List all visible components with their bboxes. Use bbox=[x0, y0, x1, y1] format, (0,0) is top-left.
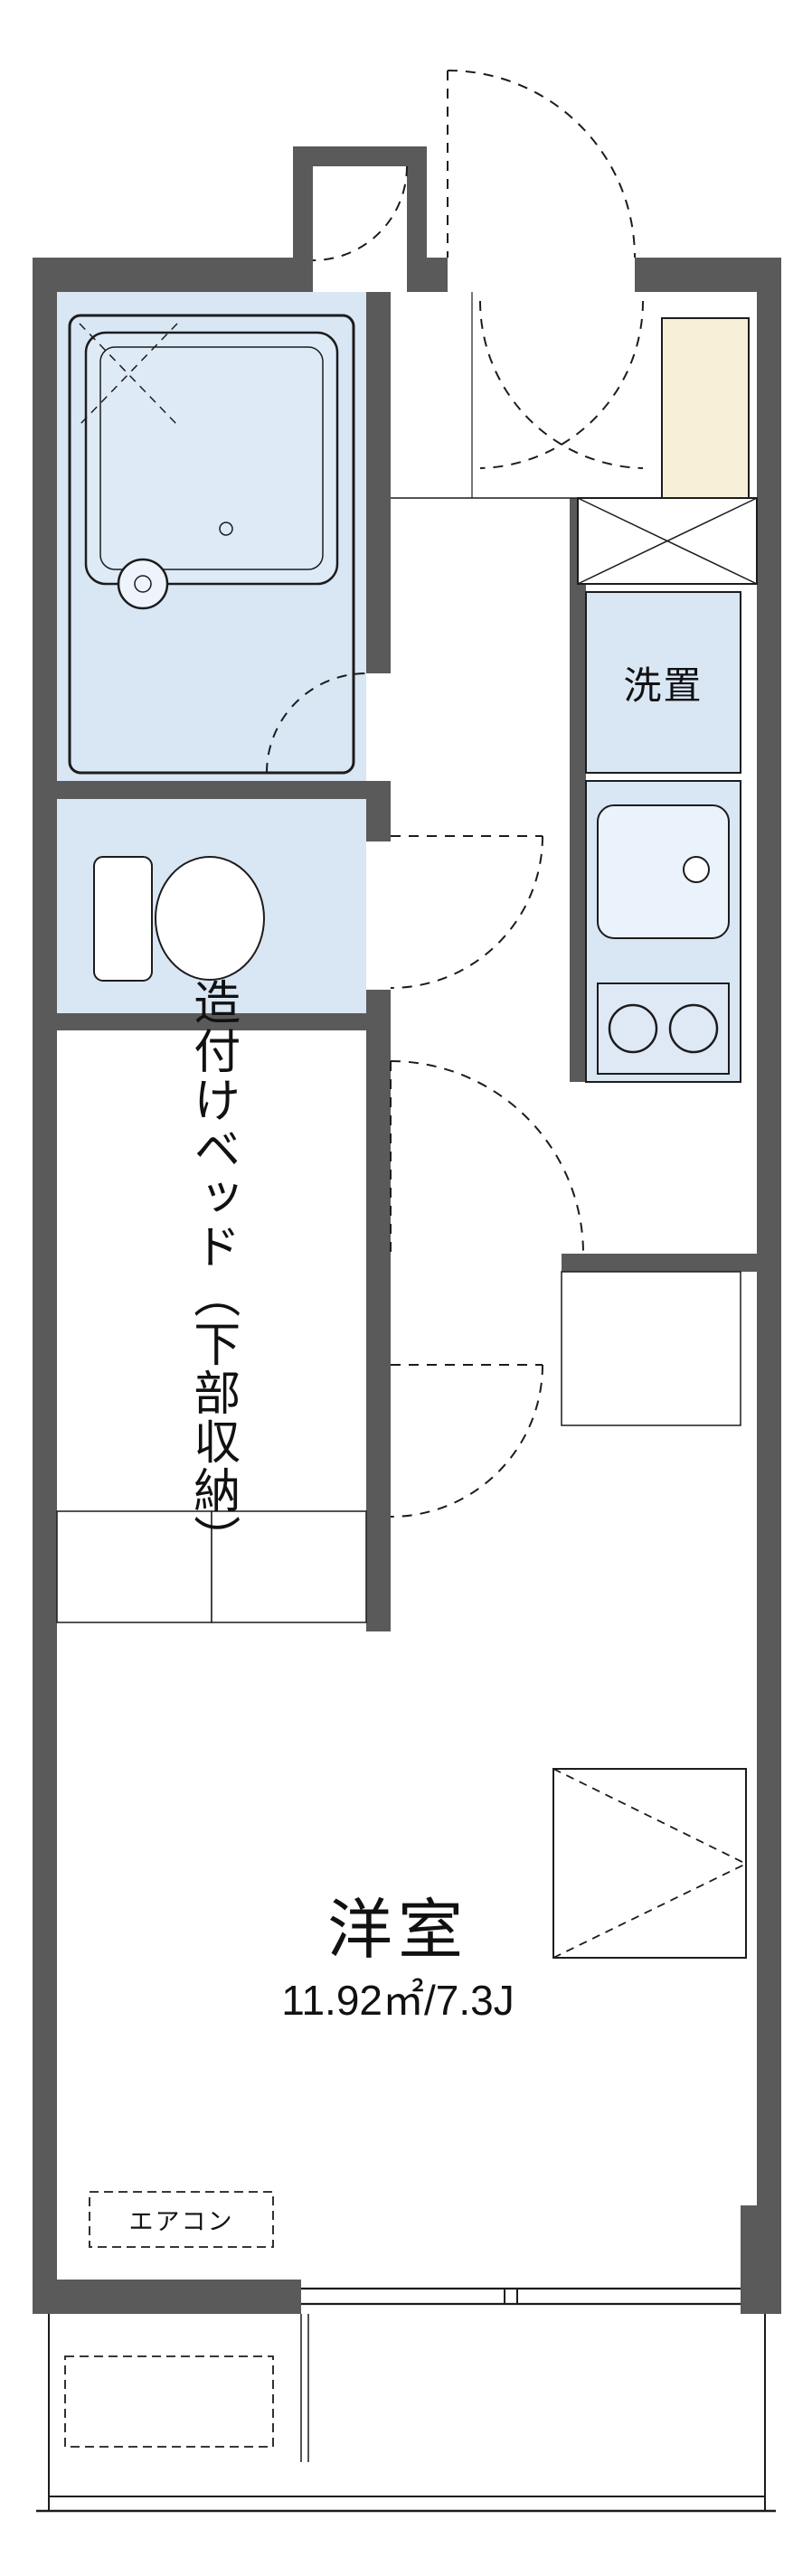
washer-space-box bbox=[585, 591, 741, 774]
right-closet-fold-line-1 bbox=[552, 1768, 747, 1865]
bathtub-inner-line bbox=[99, 346, 324, 570]
wall-top-stub bbox=[427, 258, 448, 292]
room-door2-swing-arc bbox=[390, 1364, 543, 1518]
walls bbox=[33, 146, 781, 2314]
balcony-hatch-box bbox=[64, 2355, 274, 2448]
right-closet-box bbox=[552, 1768, 747, 1959]
wall-bath-toilet bbox=[57, 781, 366, 799]
kitchen-sink bbox=[597, 804, 730, 939]
bath-faucet-inner-icon bbox=[134, 575, 152, 593]
hall-door-swings bbox=[390, 835, 584, 1518]
wall-right bbox=[757, 258, 781, 2314]
right-closet bbox=[552, 1768, 747, 1959]
wall-left bbox=[33, 258, 57, 2314]
shoe-cabinet bbox=[661, 317, 750, 499]
toilet bbox=[93, 856, 265, 982]
storage-boxes bbox=[56, 1271, 741, 1623]
room-door-swing-arc bbox=[390, 1060, 584, 1255]
sink-faucet-icon bbox=[683, 856, 710, 883]
bottom-window bbox=[301, 2287, 741, 2306]
toilet-door-swing-arc bbox=[390, 835, 543, 989]
stove-burner-right-icon bbox=[668, 1003, 719, 1054]
kitchen-unit bbox=[585, 780, 741, 1083]
right-closet-fold-line-2 bbox=[552, 1863, 747, 1959]
wall-toilet-bed bbox=[57, 1013, 366, 1030]
wall-alcove-top bbox=[293, 146, 427, 166]
toilet-tank bbox=[93, 856, 153, 982]
entrance-inner-swing-arc-b bbox=[479, 300, 644, 469]
bathtub-drain-icon bbox=[219, 522, 233, 536]
bath-access-panel-line-1 bbox=[79, 323, 178, 426]
wall-alcove-left bbox=[293, 146, 313, 292]
storage-x-line-2 bbox=[577, 497, 758, 585]
unit-bath-enclosure bbox=[68, 314, 355, 775]
entrance-door-swing-arc bbox=[447, 70, 636, 259]
wall-top-left bbox=[33, 258, 293, 292]
toilet-bowl bbox=[155, 856, 265, 981]
bed-step-box-right bbox=[211, 1510, 367, 1623]
bathroom-door-swing-arc bbox=[266, 672, 367, 774]
aircon-box bbox=[89, 2191, 274, 2248]
upper-storage-box bbox=[577, 497, 758, 585]
bathroom bbox=[68, 314, 367, 775]
bath-faucet-icon bbox=[117, 558, 169, 610]
bath-access-panel-line-2 bbox=[79, 323, 178, 426]
bed-step-box-left bbox=[56, 1510, 212, 1623]
entrance-area bbox=[312, 70, 750, 499]
bathtub bbox=[84, 331, 339, 586]
wall-bottom-left bbox=[33, 2280, 301, 2314]
wall-bath-hall-mid bbox=[366, 781, 391, 841]
stove-base bbox=[597, 982, 730, 1075]
balcony bbox=[36, 2314, 776, 2513]
wall-bottom-right bbox=[741, 2205, 781, 2314]
wall-bath-hall-upper bbox=[366, 292, 391, 673]
alcove-door-swing-arc bbox=[312, 165, 408, 261]
wall-kitchen-left bbox=[570, 498, 586, 1082]
stove-burner-left-icon bbox=[608, 1003, 658, 1054]
wall-alcove-right bbox=[407, 146, 427, 292]
refrigerator-space-box bbox=[561, 1271, 741, 1426]
wall-bath-hall-lower bbox=[366, 990, 391, 1030]
wall-bed-right bbox=[366, 1030, 391, 1631]
wall-closet-top bbox=[562, 1254, 757, 1272]
entrance-inner-swing-arc-a bbox=[479, 300, 644, 469]
